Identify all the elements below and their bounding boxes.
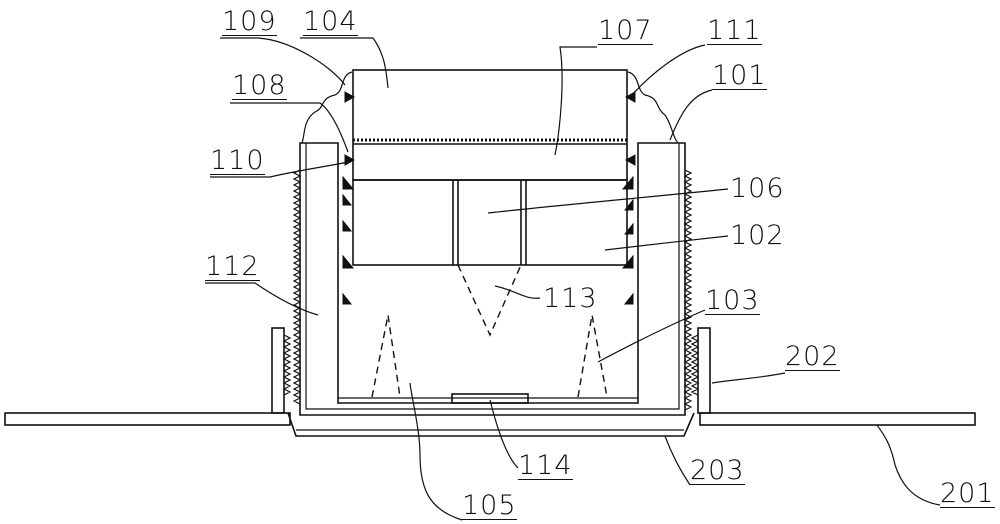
label-105: 105 xyxy=(462,490,517,521)
clip-triangles xyxy=(342,91,636,305)
label-109: 109 xyxy=(222,6,277,37)
label-101: 101 xyxy=(712,60,767,91)
label-113: 113 xyxy=(543,283,598,314)
inner-box-102 xyxy=(352,179,628,266)
label-106: 106 xyxy=(730,173,785,204)
label-203: 203 xyxy=(690,455,745,486)
label-110: 110 xyxy=(210,145,265,176)
thread-zigzag xyxy=(282,334,292,396)
label-112: 112 xyxy=(205,251,260,282)
component-114 xyxy=(451,393,529,404)
leader-lines xyxy=(205,37,941,521)
label-114: 114 xyxy=(518,450,573,481)
label-103: 103 xyxy=(705,285,760,316)
label-202: 202 xyxy=(785,341,840,372)
label-107: 107 xyxy=(598,15,653,46)
thread-teeth xyxy=(282,169,700,411)
label-104: 104 xyxy=(303,6,358,37)
thread-zigzag xyxy=(690,334,700,396)
thread-zigzag xyxy=(292,169,302,405)
thread-zigzag xyxy=(683,169,693,411)
cap-104 xyxy=(352,69,628,181)
label-201: 201 xyxy=(940,478,995,509)
light-cones xyxy=(371,264,608,398)
base-203 xyxy=(287,412,695,437)
label-111: 111 xyxy=(707,15,762,46)
label-108: 108 xyxy=(232,70,287,101)
label-102: 102 xyxy=(730,220,785,251)
